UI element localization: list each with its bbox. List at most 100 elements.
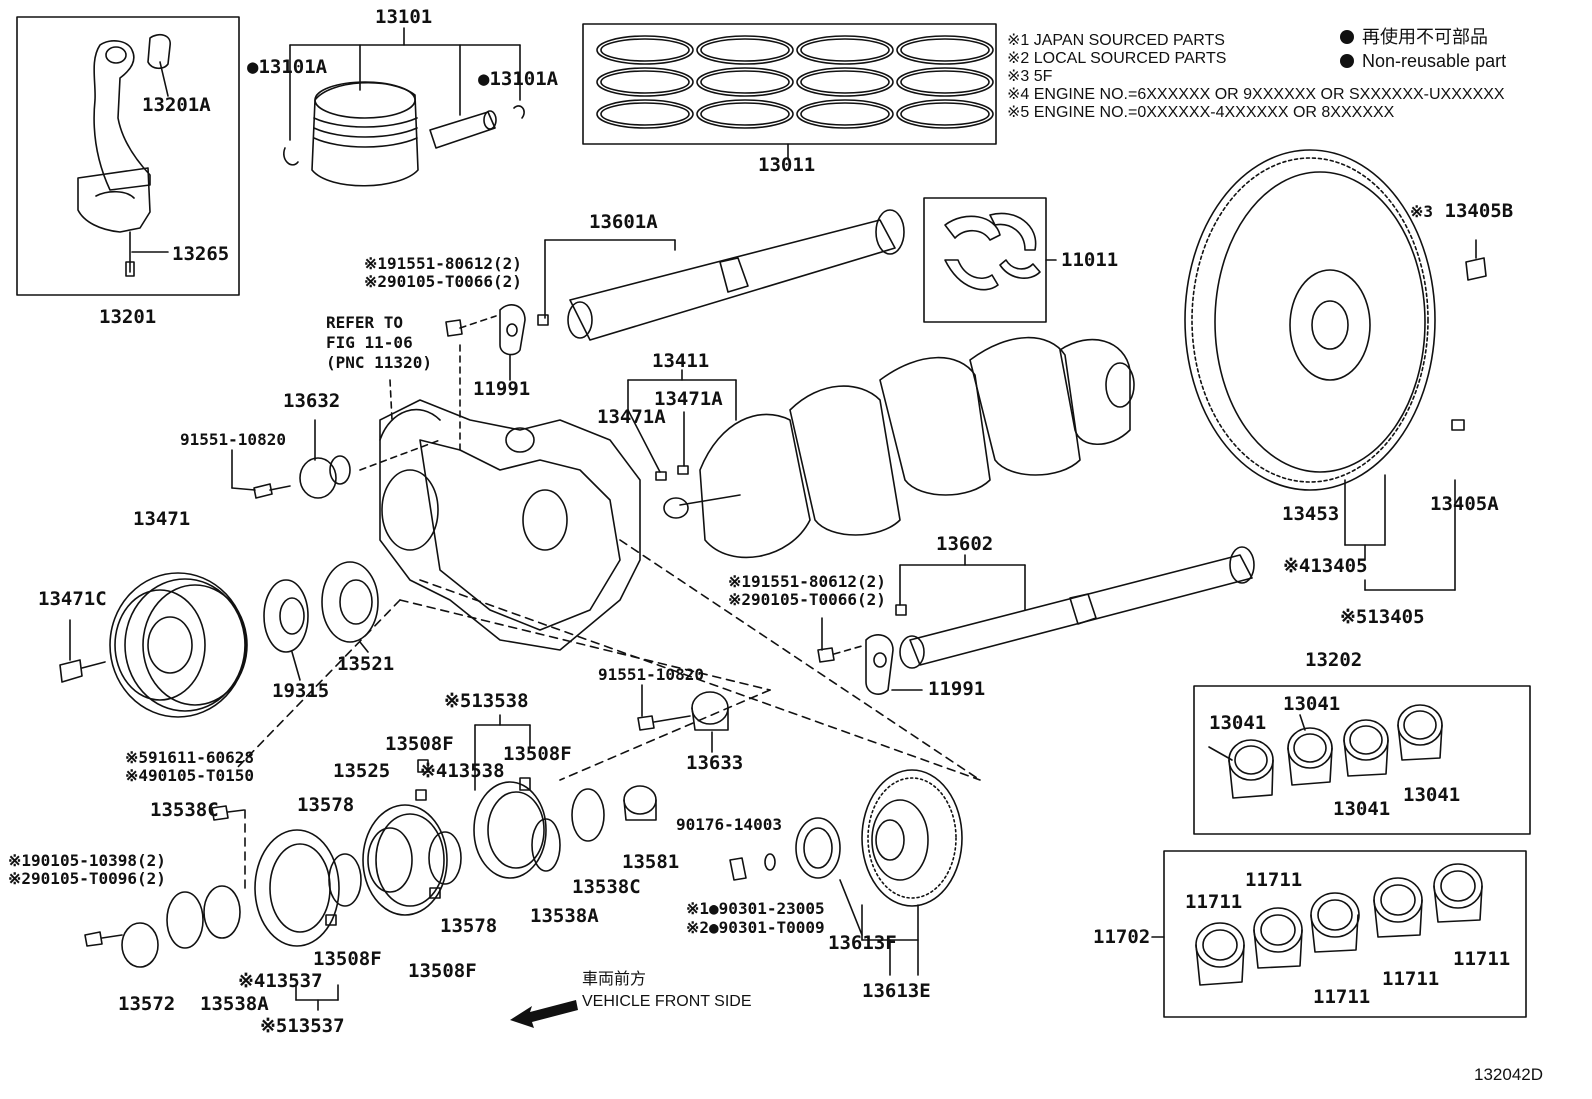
part-11711-e[interactable]: 11711: [1453, 948, 1511, 970]
part-13101A-left[interactable]: ●13101A: [247, 56, 328, 78]
part-13525[interactable]: 13525: [333, 760, 391, 782]
part-13011[interactable]: 13011: [758, 154, 816, 176]
part-11711-b[interactable]: 11711: [1185, 891, 1243, 913]
projection-lines: [234, 539, 981, 891]
part-13633[interactable]: 13633: [686, 752, 744, 774]
part-91611-60628[interactable]: ※591611-60628: [125, 748, 254, 767]
part-90176-14003[interactable]: 90176-14003: [676, 815, 782, 834]
part-13411[interactable]: 13411: [652, 350, 710, 372]
part-13453[interactable]: 13453: [1282, 503, 1340, 525]
part-13538A-a[interactable]: 13538A: [530, 905, 599, 927]
part-13537-note5[interactable]: ※513537: [260, 1015, 345, 1037]
part-13405-note5[interactable]: ※513405: [1340, 606, 1425, 628]
part-13578-b[interactable]: 13578: [440, 915, 498, 937]
part-13601A[interactable]: 13601A: [589, 211, 658, 233]
part-13521[interactable]: 13521: [337, 653, 395, 675]
bullet-icon: [1340, 54, 1354, 68]
legend-non-reusable-en: Non-reusable part: [1340, 52, 1506, 70]
part-13538-note4[interactable]: ※413538: [420, 760, 505, 782]
part-90105-T0066-bottom[interactable]: ※290105-T0066(2): [728, 590, 886, 609]
balance-shaft-top-drawing: [445, 209, 905, 381]
part-13581[interactable]: 13581: [622, 851, 680, 873]
part-13632[interactable]: 13632: [283, 390, 341, 412]
front-case-drawing: [359, 339, 641, 651]
note-local-sourced: ※2 LOCAL SOURCED PARTS: [1007, 50, 1227, 67]
part-13602[interactable]: 13602: [936, 533, 994, 555]
thrust-washer-drawing: [944, 212, 1057, 291]
bullet-icon: [1340, 30, 1354, 44]
part-13101A-left-text: 13101A: [258, 56, 328, 78]
part-13265[interactable]: 13265: [172, 243, 230, 265]
oil-pump-gear-drawing: [231, 419, 351, 499]
part-13471C[interactable]: 13471C: [38, 588, 107, 610]
part-13101A-right[interactable]: ●13101A: [478, 68, 559, 90]
part-91551-80612-top[interactable]: ※191551-80612(2): [364, 254, 522, 273]
part-90105-10398[interactable]: ※190105-10398(2): [8, 851, 166, 870]
part-13041-c[interactable]: 13041: [1333, 798, 1391, 820]
note-engine-no-4: ※4 ENGINE NO.=6XXXXXX OR 9XXXXXX OR SXXX…: [1007, 86, 1505, 103]
part-11991-top[interactable]: 11991: [473, 378, 531, 400]
front-direction-arrow: [510, 1000, 578, 1028]
part-13613E[interactable]: 13613E: [862, 980, 931, 1002]
part-13471[interactable]: 13471: [133, 508, 191, 530]
damper-drawing: [729, 769, 963, 976]
part-90301-23005[interactable]: ※1●90301-23005: [686, 899, 825, 918]
part-13508F-c[interactable]: 13508F: [313, 948, 382, 970]
note-engine-no-5: ※5 ENGINE NO.=0XXXXXX-4XXXXXX OR 8XXXXXX: [1007, 104, 1395, 121]
part-13202[interactable]: 13202: [1305, 649, 1363, 671]
part-13405-note4[interactable]: ※413405: [1283, 555, 1368, 577]
part-11711-d[interactable]: 11711: [1382, 968, 1440, 990]
legend-en-text: Non-reusable part: [1362, 51, 1507, 71]
part-13041-b[interactable]: 13041: [1209, 712, 1267, 734]
part-91551-80612-bottom[interactable]: ※191551-80612(2): [728, 572, 886, 591]
part-13201[interactable]: 13201: [99, 306, 157, 328]
part-19315[interactable]: 19315: [272, 680, 330, 702]
part-11991-bottom[interactable]: 11991: [928, 678, 986, 700]
part-13537-note4[interactable]: ※413537: [238, 970, 323, 992]
part-90105-T0096[interactable]: ※290105-T0096(2): [8, 869, 166, 888]
refer-line-1: REFER TO: [326, 313, 404, 332]
part-11711-a[interactable]: 11711: [1245, 869, 1303, 891]
part-13101[interactable]: 13101: [375, 6, 433, 28]
part-90301-T0009[interactable]: ※2●90301-T0009: [686, 918, 825, 937]
figure-id: 132042D: [1474, 1065, 1544, 1084]
refer-line-3: (PNC 11320): [326, 353, 432, 372]
part-13538A-b[interactable]: 13538A: [200, 993, 269, 1015]
part-13572[interactable]: 13572: [118, 993, 176, 1015]
part-13508F-a[interactable]: 13508F: [385, 733, 454, 755]
part-13041-d[interactable]: 13041: [1403, 784, 1461, 806]
part-13613F[interactable]: 13613F: [828, 932, 897, 954]
part-13538C-a[interactable]: 13538C: [150, 799, 219, 821]
bearings-drawing: [1151, 704, 1483, 986]
direction-label-en: VEHICLE FRONT SIDE: [582, 993, 752, 1010]
part-90105-T0150[interactable]: ※490105-T0150: [125, 766, 254, 785]
part-11711-c[interactable]: 11711: [1313, 986, 1371, 1008]
part-91551-10820-bottom[interactable]: 91551-10820: [598, 665, 704, 684]
part-13201A[interactable]: 13201A: [142, 94, 211, 116]
crank-pulley-drawing: [59, 572, 248, 718]
part-13471A-left[interactable]: 13471A: [597, 406, 666, 428]
crank-timing-gear-drawing: [263, 561, 379, 681]
note-5f: ※3 5F: [1007, 68, 1053, 85]
part-13405B-text: 13405B: [1444, 200, 1514, 222]
part-11702[interactable]: 11702: [1093, 926, 1151, 948]
part-13405B[interactable]: ※3 13405B: [1410, 202, 1513, 221]
part-91551-10820-top[interactable]: 91551-10820: [180, 430, 286, 449]
part-90105-T0066-top[interactable]: ※290105-T0066(2): [364, 272, 522, 291]
part-13405A[interactable]: 13405A: [1430, 493, 1499, 515]
crankshaft-drawing: [627, 336, 1135, 559]
part-13538-note5[interactable]: ※513538: [444, 690, 529, 712]
balance-shaft-bottom-drawing: [817, 546, 1255, 695]
piston-rings-drawing: [596, 35, 994, 159]
refer-line-2: FIG 11-06: [326, 333, 413, 352]
part-13578-a[interactable]: 13578: [297, 794, 355, 816]
part-13101A-right-text: 13101A: [489, 68, 559, 90]
part-11011[interactable]: 11011: [1061, 249, 1119, 271]
part-13041-a[interactable]: 13041: [1283, 693, 1341, 715]
part-13508F-d[interactable]: 13508F: [408, 960, 477, 982]
legend-non-reusable-jp: 再使用不可部品: [1340, 28, 1488, 46]
part-13538C-b[interactable]: 13538C: [572, 876, 641, 898]
part-13508F-b[interactable]: 13508F: [503, 743, 572, 765]
part-13471A-right[interactable]: 13471A: [654, 388, 723, 410]
